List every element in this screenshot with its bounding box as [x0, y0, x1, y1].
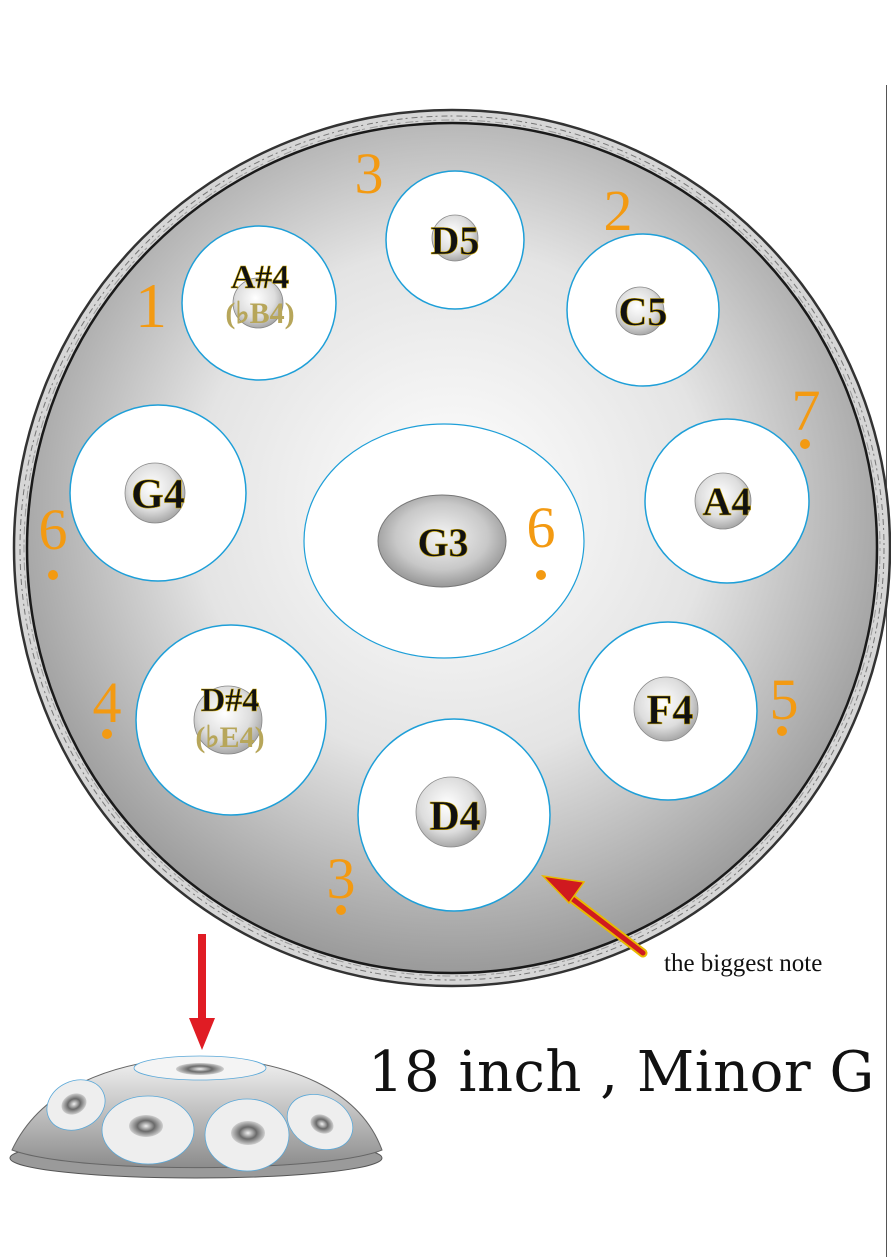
tone-field-d5: D5 3	[355, 141, 525, 310]
tone-field-f4: F4 5	[578, 621, 799, 801]
note-label-a-sharp-4: A#4	[231, 259, 290, 296]
biggest-note-label: the biggest note	[664, 950, 823, 977]
tone-field-a4: A4 7	[644, 378, 821, 584]
down-arrow	[189, 934, 215, 1050]
ding-low-dot	[536, 570, 546, 580]
number-f4: 5	[770, 667, 799, 732]
ding-field: G3 6	[303, 423, 585, 659]
note-label-g4: G4	[131, 472, 185, 518]
note-label-f4: F4	[647, 688, 694, 734]
ding-number: 6	[527, 495, 556, 560]
page-edge-rule	[886, 85, 887, 1257]
note-alt-label-e-flat-4: (♭E4)	[195, 721, 264, 754]
biggest-note-arrow	[540, 874, 648, 958]
note-alt-label-b-flat-4: (♭B4)	[225, 297, 294, 330]
number-f4-low-dot	[777, 726, 787, 736]
number-a4: 7	[792, 378, 821, 443]
number-a-sharp-4: 1	[135, 270, 167, 341]
number-d4: 3	[327, 846, 356, 911]
ding-note-label: G3	[417, 520, 468, 565]
number-d5: 3	[355, 141, 384, 206]
handpan-side-view	[9, 1055, 383, 1179]
caption: 18 inch , Minor G	[368, 1040, 875, 1105]
number-c5: 2	[604, 178, 633, 243]
note-label-d5: D5	[431, 218, 480, 263]
number-d-sharp-4-low-dot	[102, 729, 112, 739]
number-d4-low-dot	[336, 905, 346, 915]
note-label-d4: D4	[429, 794, 480, 840]
note-label-d-sharp-4: D#4	[201, 682, 260, 719]
tone-field-d-sharp-4: D#4 (♭E4) 4	[93, 624, 327, 816]
note-label-a4: A4	[703, 479, 752, 524]
number-a4-low-dot	[800, 439, 810, 449]
tone-field-c5: C5 2	[566, 178, 720, 387]
tone-field-g4: G4 6	[39, 404, 247, 582]
tone-field-a-sharp-4: A#4 (♭B4) 1	[135, 225, 337, 381]
note-label-c5: C5	[619, 289, 668, 334]
tone-field-d4: D4 3	[327, 718, 551, 915]
number-g4-low-dot	[48, 570, 58, 580]
number-g4: 6	[39, 497, 68, 562]
number-d-sharp-4: 4	[93, 670, 122, 735]
